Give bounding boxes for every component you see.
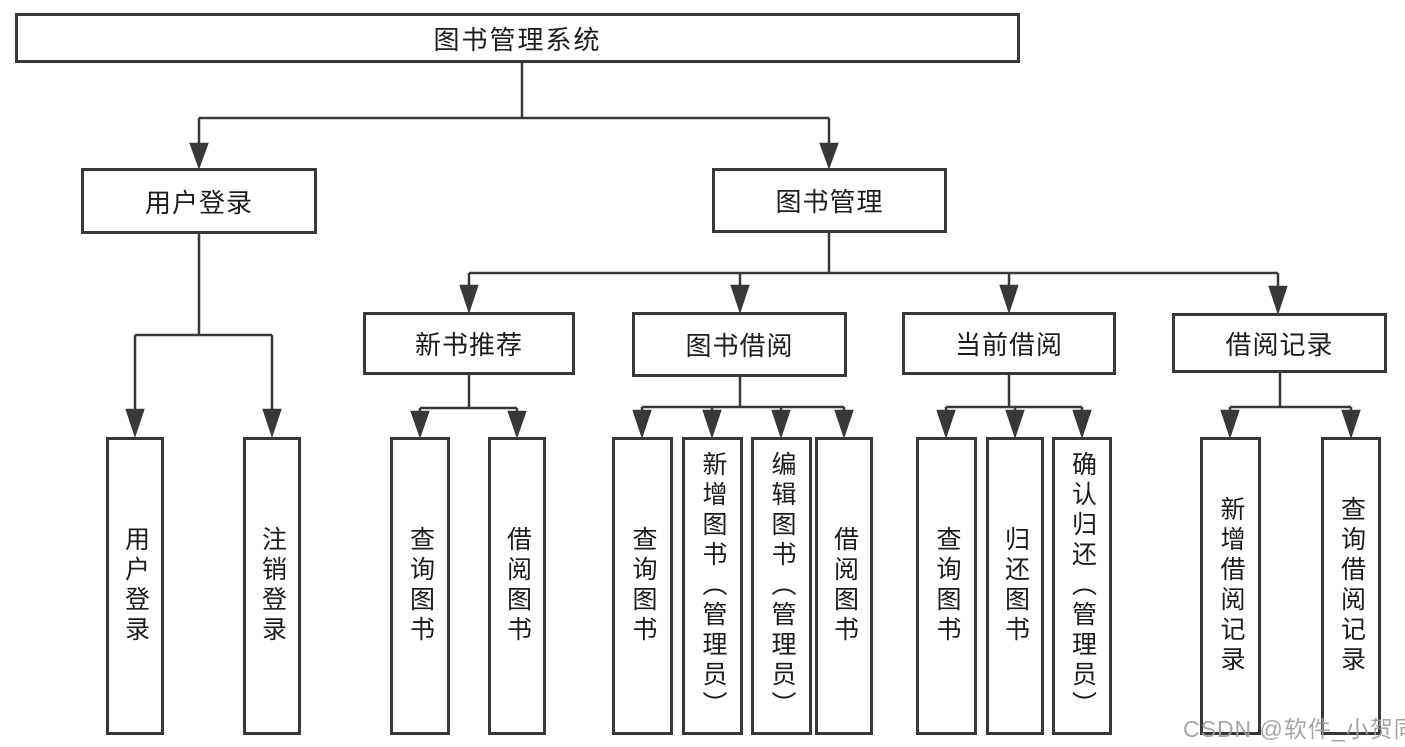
arrow-to-cur-return-books: [1005, 407, 1025, 439]
node-user-login: 用户登录: [81, 168, 317, 234]
arrow-to-book-management: [819, 118, 839, 170]
csdn-watermark: CSDN @软件_小贺同学: [1183, 716, 1405, 742]
leaf-add-borrow-record: 新增借阅记录: [1200, 437, 1261, 735]
node-label: 图书管理系统: [433, 24, 602, 55]
arrow-to-current-borrow: [999, 273, 1019, 314]
connector-book-management-branch: [469, 233, 1278, 275]
node-label: 借阅图书: [503, 526, 532, 646]
arrow-to-query-borrow-record: [1341, 407, 1361, 439]
node-label: 查询借阅记录: [1337, 496, 1366, 676]
arrow-to-user-login: [189, 118, 209, 170]
connector-book-borrow-branch: [642, 377, 844, 409]
node-label: 新增借阅记录: [1217, 496, 1245, 676]
node-book-management: 图书管理: [712, 168, 947, 233]
node-label: 归还图书: [1001, 526, 1030, 646]
arrow-to-bor-edit-books: [771, 407, 791, 439]
node-label: 确认归还（管理员）: [1068, 451, 1097, 721]
connector-root-branch: [199, 63, 829, 120]
arrow-to-cur-confirm-return: [1072, 407, 1092, 439]
arrow-to-leaf-logout: [262, 335, 282, 438]
node-label: 查询图书: [933, 526, 961, 646]
leaf-query-borrow-record: 查询借阅记录: [1321, 437, 1381, 735]
leaf-cur-confirm-return-admin: 确认归还（管理员）: [1052, 437, 1112, 735]
node-new-book-recommend: 新书推荐: [363, 312, 575, 375]
connector-borrow-records-branch: [1230, 373, 1351, 409]
node-label: 查询图书: [406, 526, 435, 646]
leaf-bor-query-books: 查询图书: [612, 437, 673, 735]
arrow-to-cur-query-books: [936, 407, 956, 439]
arrow-to-bor-add-books: [702, 407, 722, 439]
leaf-logout: 注销登录: [243, 437, 301, 735]
arrow-to-leaf-user-login: [125, 335, 145, 438]
leaf-cur-query-books: 查询图书: [916, 437, 977, 735]
arrow-to-borrow-records: [1268, 273, 1288, 315]
node-label: 用户登录: [121, 526, 150, 646]
node-root-library-management-system: 图书管理系统: [15, 13, 1020, 63]
arrow-to-bor-borrow-books: [834, 407, 854, 439]
arrow-to-book-borrow: [730, 273, 750, 314]
arrow-to-rec-query-books: [410, 408, 430, 439]
node-label: 借阅记录: [1225, 329, 1334, 360]
node-label: 图书借阅: [685, 331, 794, 361]
arrow-to-add-borrow-record: [1220, 407, 1240, 439]
node-label: 图书管理: [775, 187, 884, 217]
leaf-rec-query-books: 查询图书: [390, 437, 450, 735]
node-book-borrow: 图书借阅: [632, 312, 847, 377]
leaf-bor-add-books-admin: 新增图书（管理员）: [682, 437, 743, 735]
node-label: 当前借阅: [954, 330, 1063, 360]
arrow-to-bor-query-books: [632, 407, 652, 439]
node-label: 查询图书: [629, 526, 657, 646]
node-label: 新增图书（管理员）: [699, 451, 727, 721]
node-current-borrow: 当前借阅: [902, 312, 1116, 375]
connector-current-borrow-branch: [946, 375, 1082, 409]
node-label: 借阅图书: [830, 526, 859, 646]
node-label: 用户登录: [144, 187, 253, 218]
node-label: 注销登录: [258, 526, 287, 646]
node-label: 编辑图书（管理员）: [768, 451, 796, 721]
arrow-to-new-book-recommend: [459, 273, 479, 314]
leaf-bor-borrow-books: 借阅图书: [815, 437, 873, 735]
node-borrow-records: 借阅记录: [1172, 313, 1387, 373]
leaf-user-login: 用户登录: [106, 437, 164, 735]
node-label: 新书推荐: [414, 330, 523, 360]
connector-user-login-branch: [135, 234, 272, 337]
leaf-bor-edit-books-admin: 编辑图书（管理员）: [751, 437, 812, 735]
leaf-cur-return-books: 归还图书: [986, 437, 1044, 735]
leaf-rec-borrow-books: 借阅图书: [488, 437, 546, 735]
arrow-to-rec-borrow-books: [507, 408, 527, 439]
connector-new-book-recommend-branch: [420, 375, 517, 410]
